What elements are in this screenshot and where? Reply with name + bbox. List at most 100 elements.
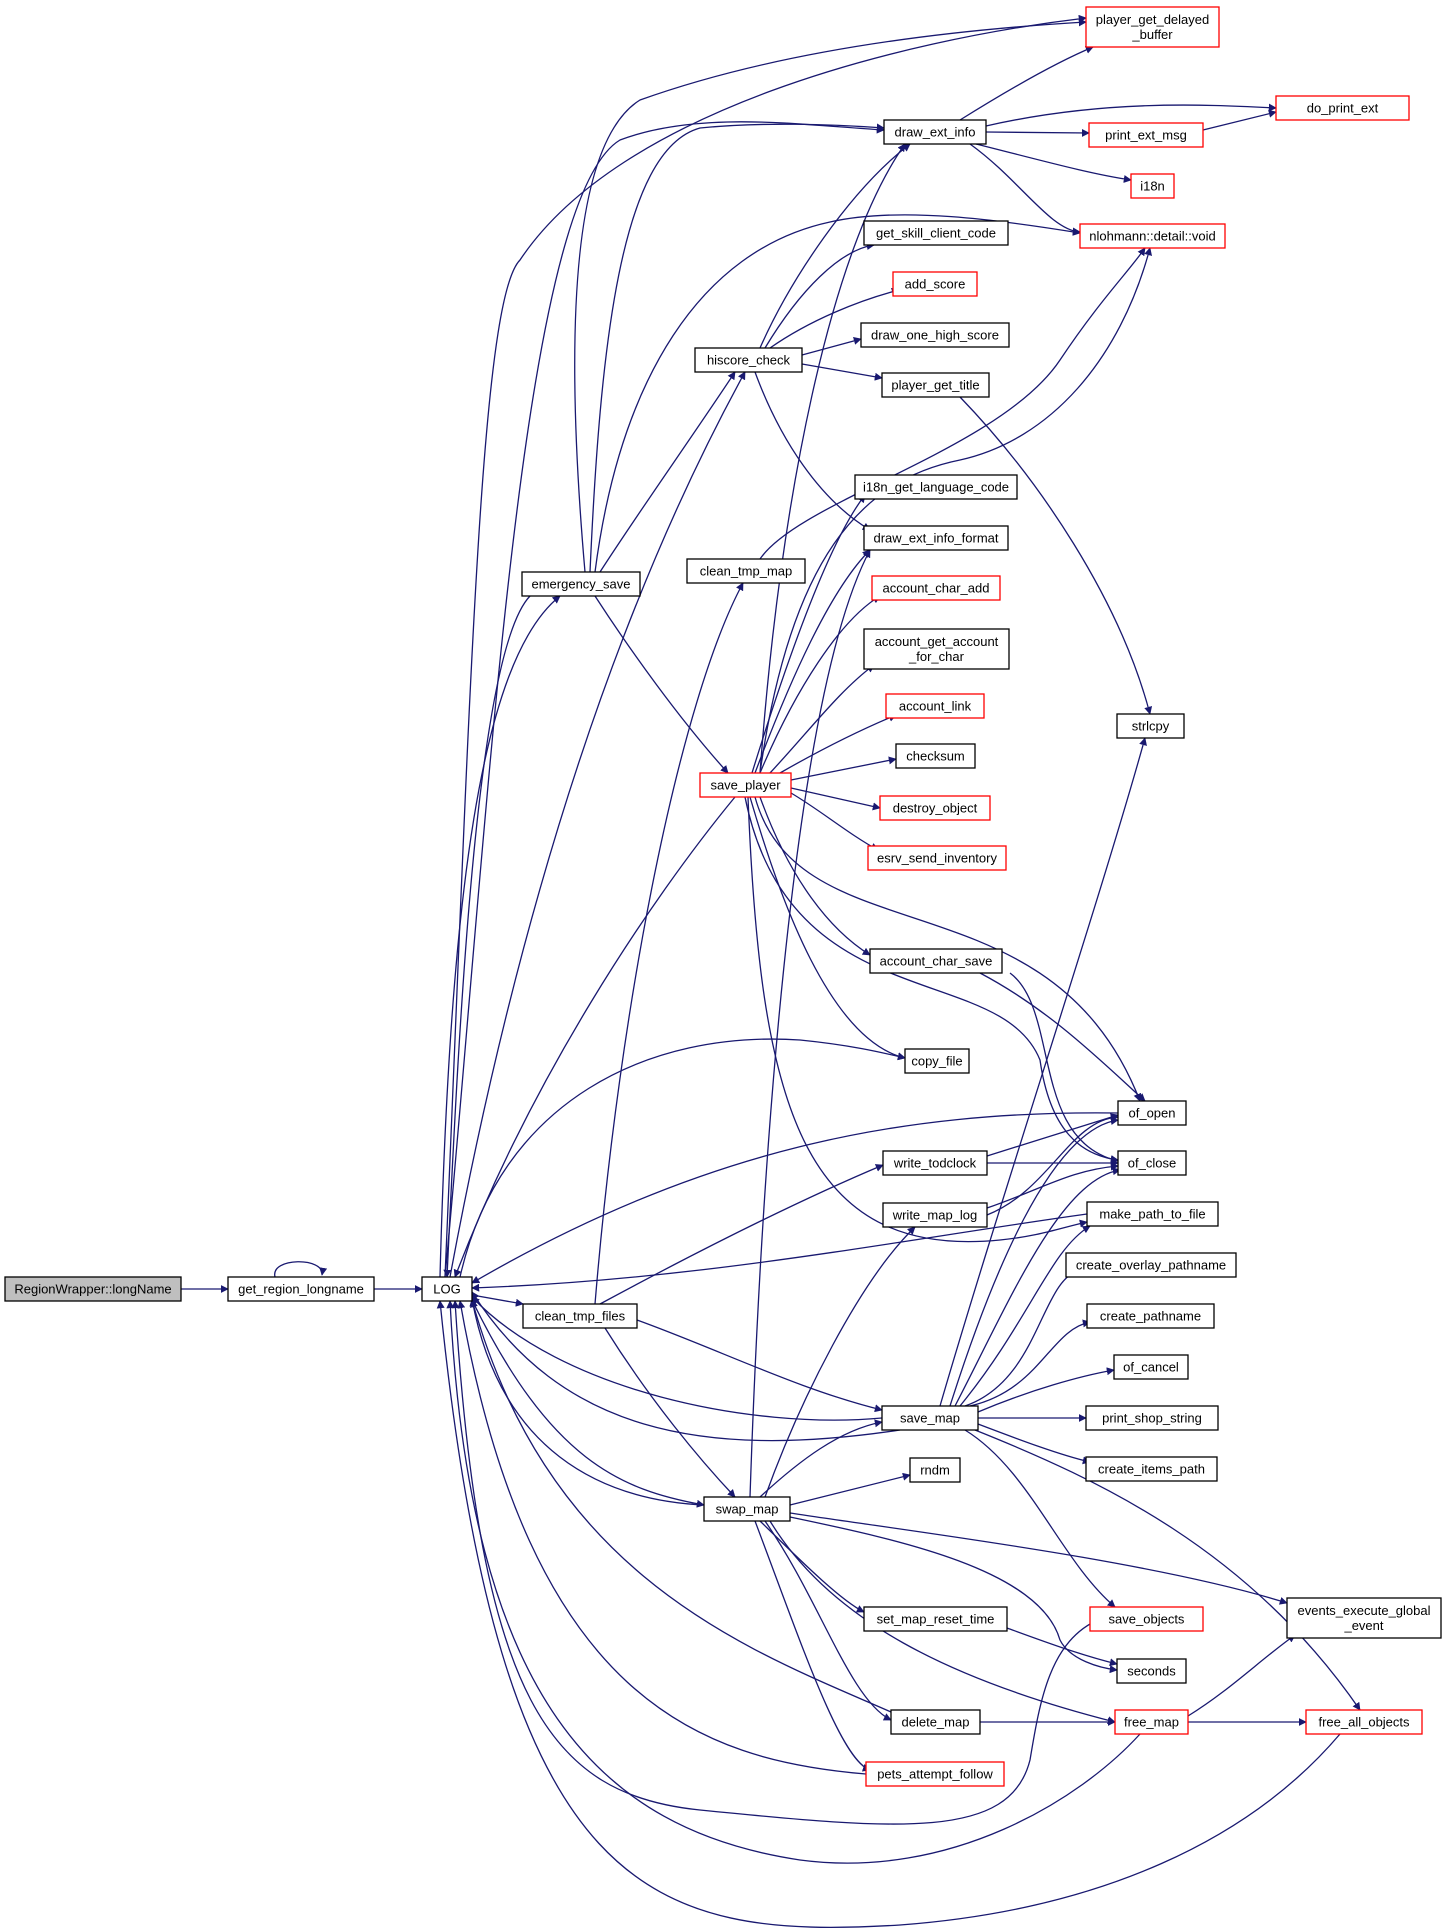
node-region_longname[interactable]: RegionWrapper::longName: [4, 1276, 182, 1302]
edge-save_player-to-draw_ext_info_format: [754, 549, 871, 774]
edge-hiscore_check-to-draw_ext_info: [759, 143, 911, 349]
edge-hiscore_check-to-add_score: [769, 287, 900, 349]
node-create_pathname[interactable]: create_pathname: [1086, 1303, 1215, 1329]
node-print_ext_msg[interactable]: print_ext_msg: [1088, 122, 1204, 148]
node-draw_one_high_score[interactable]: draw_one_high_score: [860, 322, 1010, 348]
node-create_items_path[interactable]: create_items_path: [1085, 1456, 1218, 1482]
node-draw_ext_info_format[interactable]: draw_ext_info_format: [863, 525, 1009, 551]
edge-line: [974, 1429, 1361, 1711]
edge-draw_ext_info-to-i18n: [975, 143, 1132, 183]
edge-emergency_save-to-player_get_delayed_buffer: [574, 18, 1087, 573]
node-delete_map[interactable]: delete_map: [890, 1709, 981, 1735]
node-label: account_get_account: [875, 634, 999, 649]
edge-line: [604, 1327, 736, 1498]
node-box: [1085, 1405, 1219, 1431]
node-free_map[interactable]: free_map: [1114, 1709, 1189, 1735]
node-print_shop_string[interactable]: print_shop_string: [1085, 1405, 1219, 1431]
node-write_todclock[interactable]: write_todclock: [882, 1150, 988, 1176]
node-save_player[interactable]: save_player: [699, 772, 792, 798]
edge-line: [599, 1164, 884, 1305]
node-create_overlay_pathname[interactable]: create_overlay_pathname: [1065, 1252, 1237, 1278]
node-seconds[interactable]: seconds: [1116, 1658, 1187, 1684]
node-save_objects[interactable]: save_objects: [1089, 1606, 1204, 1632]
node-swap_map[interactable]: swap_map: [703, 1496, 791, 1522]
edge-clean_tmp_files-to-write_todclock: [599, 1164, 884, 1305]
node-pets_attempt_follow[interactable]: pets_attempt_follow: [865, 1761, 1005, 1787]
node-label: free_all_objects: [1318, 1715, 1410, 1730]
node-save_map[interactable]: save_map: [881, 1405, 979, 1431]
node-do_print_ext[interactable]: do_print_ext: [1275, 95, 1410, 121]
node-add_score[interactable]: add_score: [892, 271, 978, 297]
node-set_map_reset_time[interactable]: set_map_reset_time: [863, 1606, 1008, 1632]
edge-save_map-to-log: [471, 1296, 883, 1421]
node-free_all_objects[interactable]: free_all_objects: [1305, 1709, 1423, 1735]
edge-line: [939, 737, 1147, 1407]
node-label: LOG: [433, 1282, 460, 1297]
edge-line: [449, 371, 746, 1278]
edge-of_open-to-log: [471, 1112, 1119, 1284]
edge-swap_map-to-rndm: [789, 1472, 911, 1506]
node-of_cancel[interactable]: of_cancel: [1113, 1354, 1189, 1380]
node-box: [909, 1457, 961, 1483]
node-rndm[interactable]: rndm: [909, 1457, 961, 1483]
node-clean_tmp_map[interactable]: clean_tmp_map: [686, 558, 806, 584]
node-label: free_map: [1124, 1715, 1179, 1730]
node-box: [863, 628, 1010, 670]
node-destroy_object[interactable]: destroy_object: [879, 795, 991, 821]
node-draw_ext_info[interactable]: draw_ext_info: [883, 119, 987, 145]
edge-get_region_longname-to-get_region_longname: [274, 1261, 328, 1278]
node-i18n[interactable]: i18n: [1130, 173, 1175, 199]
node-clean_tmp_files[interactable]: clean_tmp_files: [522, 1303, 638, 1329]
edge-log-to-draw_ext_info: [444, 121, 885, 1278]
node-label: account_link: [899, 699, 972, 714]
node-player_get_title[interactable]: player_get_title: [881, 372, 990, 398]
node-events_execute_global_event[interactable]: events_execute_global_event: [1286, 1597, 1442, 1639]
node-label: emergency_save: [532, 577, 631, 592]
node-account_char_add[interactable]: account_char_add: [871, 575, 1001, 601]
node-checksum[interactable]: checksum: [895, 743, 976, 769]
node-account_get_account_for_char[interactable]: account_get_account_for_char: [863, 628, 1010, 670]
edge-line: [1187, 1634, 1296, 1717]
edge-draw_ext_info-to-print_ext_msg: [985, 128, 1090, 137]
node-copy_file[interactable]: copy_file: [904, 1048, 970, 1074]
node-box: [1089, 1606, 1204, 1632]
edge-free_all_objects-to-log: [436, 1300, 1341, 1929]
edge-line: [754, 1520, 871, 1772]
node-get_region_longname[interactable]: get_region_longname: [227, 1276, 375, 1302]
node-box: [522, 1303, 638, 1329]
edge-clean_tmp_files-to-save_map: [636, 1319, 883, 1413]
edge-line: [789, 1516, 1118, 1674]
edge-line: [759, 143, 911, 349]
edge-line: [599, 371, 736, 573]
node-of_close[interactable]: of_close: [1117, 1150, 1187, 1176]
node-box: [1085, 1456, 1218, 1482]
node-label: account_char_save: [880, 954, 993, 969]
edge-line: [759, 247, 1152, 774]
node-label: do_print_ext: [1307, 101, 1379, 116]
node-log[interactable]: LOG: [421, 1276, 473, 1302]
edge-line: [975, 143, 1132, 183]
node-label: save_player: [710, 778, 781, 793]
node-emergency_save[interactable]: emergency_save: [521, 571, 641, 597]
node-strlcpy[interactable]: strlcpy: [1116, 713, 1185, 739]
node-esrv_send_inventory[interactable]: esrv_send_inventory: [867, 845, 1007, 871]
edge-line: [769, 287, 900, 349]
node-box: [1130, 173, 1175, 199]
edge-save_player-to-checksum: [790, 756, 897, 781]
edge-save_player-to-log: [453, 796, 736, 1278]
edge-line: [744, 796, 1119, 1164]
edge-line: [959, 1225, 1091, 1407]
node-i18n_get_language_code[interactable]: i18n_get_language_code: [854, 474, 1018, 500]
node-make_path_to_file[interactable]: make_path_to_file: [1086, 1201, 1219, 1227]
node-box: [421, 1276, 473, 1302]
node-nlohmann_void[interactable]: nlohmann::detail::void: [1079, 223, 1226, 249]
node-account_link[interactable]: account_link: [885, 693, 985, 719]
node-account_char_save[interactable]: account_char_save: [869, 948, 1003, 974]
node-hiscore_check[interactable]: hiscore_check: [694, 347, 803, 373]
edge-line: [959, 46, 1094, 121]
node-of_open[interactable]: of_open: [1117, 1100, 1187, 1126]
node-get_skill_client_code[interactable]: get_skill_client_code: [863, 220, 1009, 246]
node-player_get_delayed_buffer[interactable]: player_get_delayed_buffer: [1085, 6, 1220, 48]
edge-write_map_log-to-of_open: [986, 1113, 1119, 1216]
node-write_map_log[interactable]: write_map_log: [882, 1202, 988, 1228]
